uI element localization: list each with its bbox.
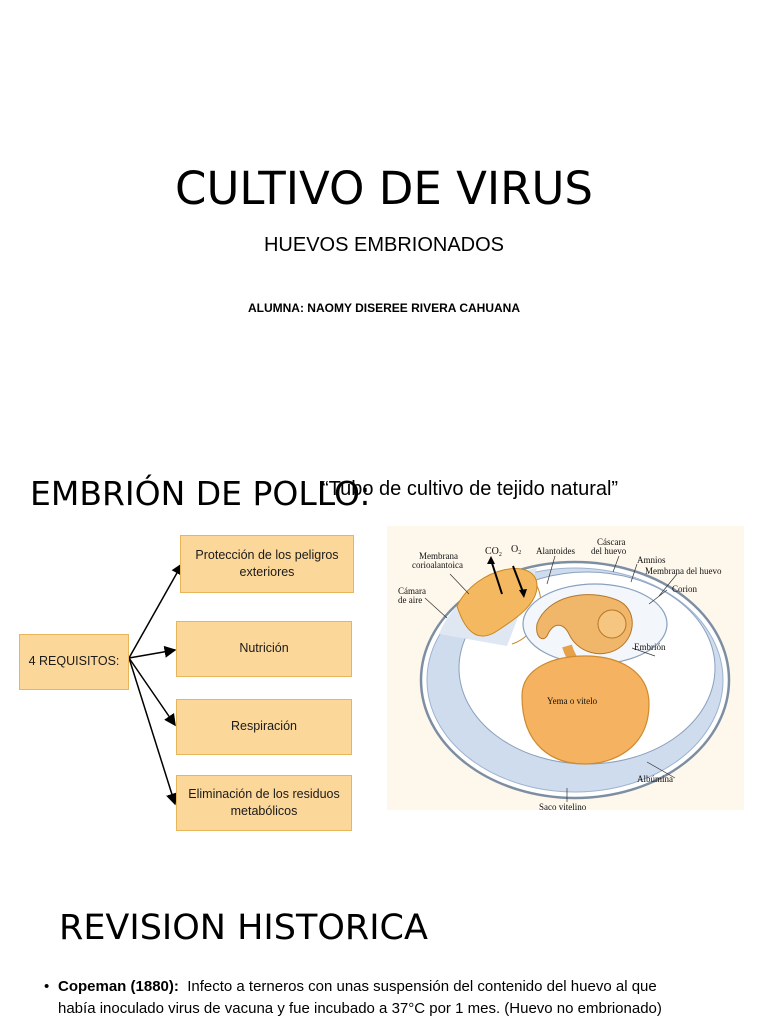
requirements-root-box: 4 REQUISITOS: xyxy=(19,634,129,690)
label-membrana-2: corioalantoica xyxy=(412,560,463,570)
history-bullet: • Copeman (1880): Infecto a terneros con… xyxy=(44,976,744,1020)
diagram-labels: Membrana corioalantoica CO2 O2 Alantoide… xyxy=(398,537,722,810)
embryo-heading: EMBRIÓN DE POLLO: xyxy=(30,474,371,513)
bullet-line2: había inoculado virus de vacuna y fue in… xyxy=(58,1000,662,1017)
requirement-label: metabólicos xyxy=(230,804,298,818)
requirement-box-eliminacion: Eliminación de los residuos metabólicos xyxy=(176,775,352,831)
slide-subtitle: HUEVOS EMBRIONADOS xyxy=(263,234,505,256)
label-o2: O2 xyxy=(511,544,521,556)
requirement-box-nutricion: Nutrición xyxy=(176,621,352,677)
embryo-quote: “Tubo de cultivo de tejido natural” xyxy=(322,478,619,500)
slide-title: CULTIVO DE VIRUS xyxy=(175,162,593,215)
label-cascara-2: del huevo xyxy=(591,546,627,556)
label-yema: Yema o vitelo xyxy=(547,696,598,706)
co2-arrow xyxy=(490,559,503,595)
label-embrion: Embrión xyxy=(634,642,666,652)
label-camara: Cámara xyxy=(398,586,426,596)
label-amnios: Amnios xyxy=(637,555,666,565)
label-cascara: Cáscara xyxy=(597,537,625,547)
requirements-root-label: 4 REQUISITOS: xyxy=(28,654,120,669)
label-corion: Corion xyxy=(672,584,698,594)
label-alantoides: Alantoides xyxy=(536,546,575,556)
requirements-connectors xyxy=(128,562,183,806)
requirement-label: exteriores xyxy=(239,565,295,579)
bullet-name: Copeman (1880): xyxy=(58,978,179,995)
embryo xyxy=(536,594,633,655)
bullet-line1: Infecto a terneros con unas suspensión d… xyxy=(187,978,657,995)
label-albumina: Albúmina xyxy=(637,774,673,784)
arrow-to-respiracion xyxy=(128,657,176,727)
requirement-label: Nutrición xyxy=(239,641,289,656)
egg-diagram: Membrana corioalantoica CO2 O2 Alantoide… xyxy=(387,526,744,810)
requirement-label: Protección de los peligros xyxy=(195,547,339,562)
requirement-label: Respiración xyxy=(230,719,297,734)
label-co2: CO2 xyxy=(485,546,502,558)
arrow-to-proteccion xyxy=(128,562,183,659)
requirement-label: Eliminación de los residuos xyxy=(188,786,340,801)
requirement-box-respiracion: Respiración xyxy=(176,699,352,755)
label-saco: Saco vitelino xyxy=(539,802,587,810)
o2-arrow xyxy=(512,565,524,593)
leader-lines xyxy=(424,555,678,802)
label-membrana-huevo: Membrana del huevo xyxy=(645,566,722,576)
label-camara-2: de aire xyxy=(398,595,422,605)
author-line: ALUMNA: NAOMY DISEREE RIVERA CAHUANA xyxy=(247,301,520,315)
arrow-to-eliminacion xyxy=(128,657,178,806)
bullet-marker: • xyxy=(44,978,50,995)
history-heading: REVISION HISTORICA xyxy=(59,908,428,948)
yolk xyxy=(521,655,650,765)
arrow-to-nutricion xyxy=(128,645,177,659)
label-membrana: Membrana xyxy=(419,551,458,561)
requirement-box-proteccion: Protección de los peligros exteriores xyxy=(180,535,354,593)
